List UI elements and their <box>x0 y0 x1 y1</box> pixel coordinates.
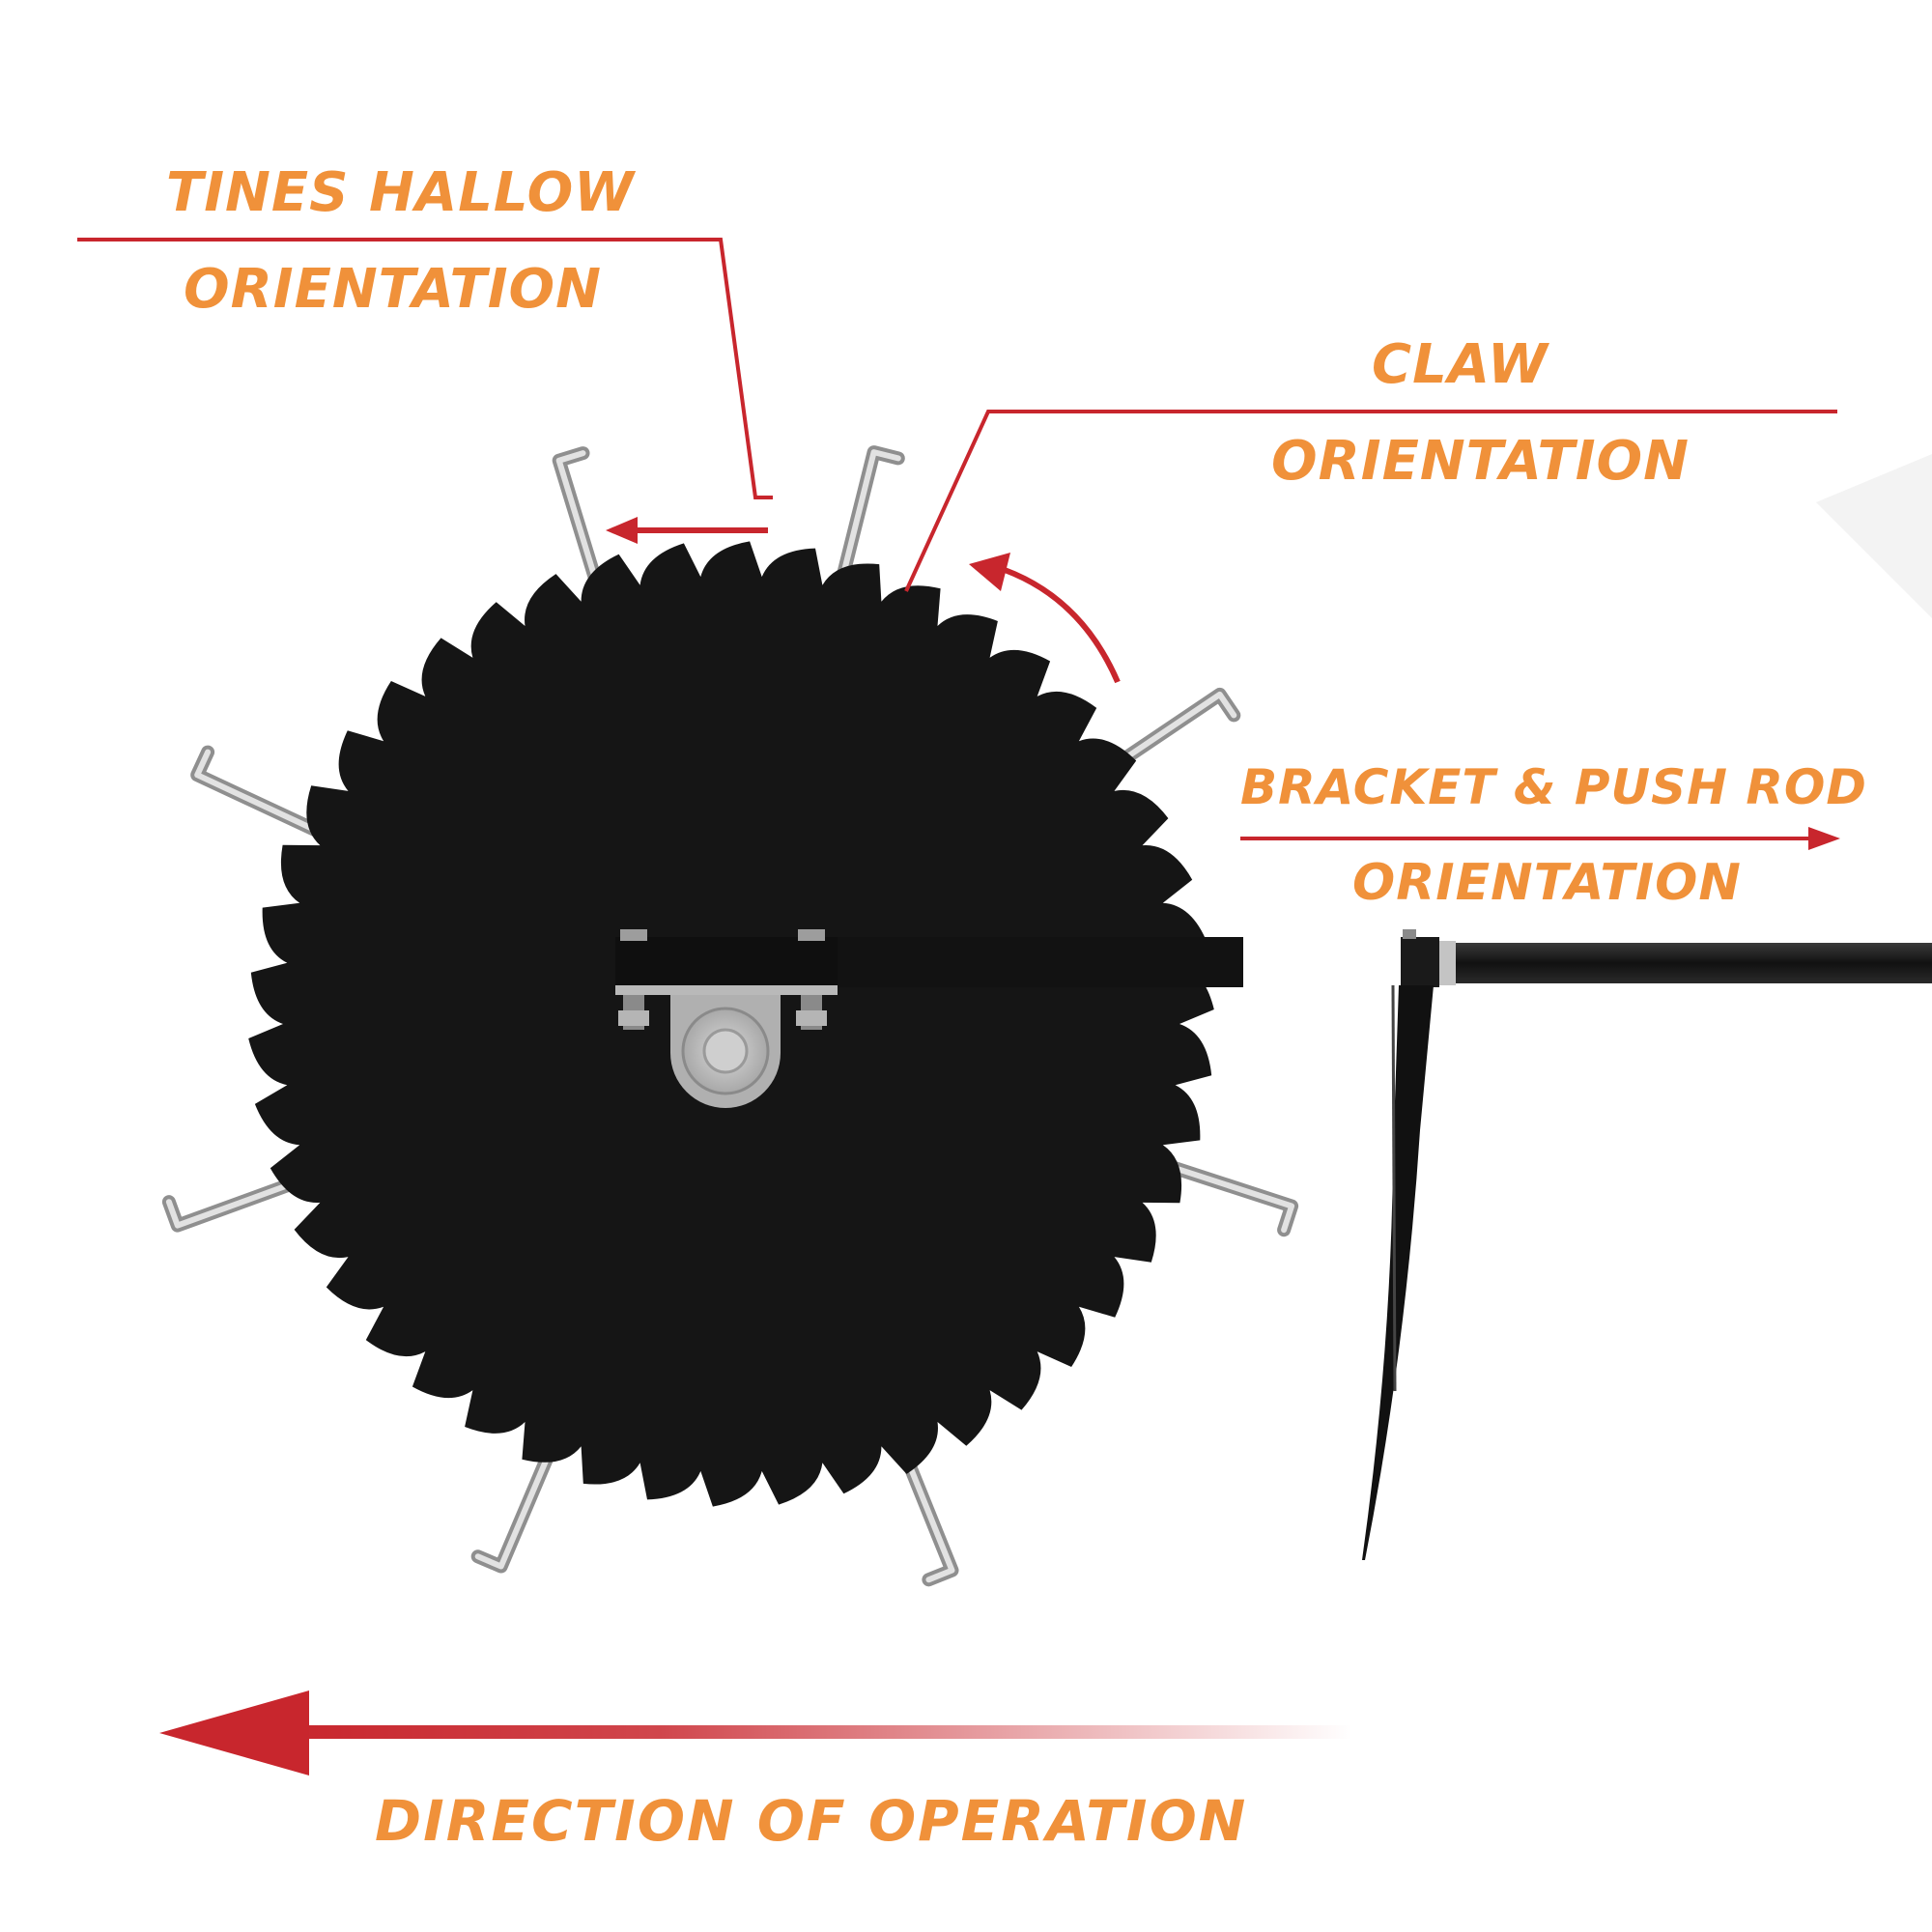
rotation-arrow-head <box>969 553 1010 591</box>
claw-title: CLAW <box>1372 333 1548 396</box>
rod-joint-collar <box>1436 941 1456 985</box>
tines-hallow-leader <box>77 238 773 499</box>
leader-lines <box>77 238 1837 840</box>
tine-highlight-3 <box>1160 1161 1295 1234</box>
pivot-bolt <box>702 1028 749 1074</box>
bolt-top-right <box>798 929 825 941</box>
rod-joint-bolt <box>1403 929 1416 939</box>
rod-joint-clamp <box>1401 937 1439 987</box>
arrows <box>159 517 1840 1776</box>
nut-bottom-right <box>796 1010 827 1026</box>
bracket-plate-edge <box>615 985 838 995</box>
claw-subtitle: ORIENTATION <box>1271 430 1690 493</box>
bracket-assembly <box>615 929 1243 1108</box>
tine-highlight-8 <box>555 450 602 593</box>
direction-arrow-shaft <box>290 1725 1352 1739</box>
tine-highlight-1 <box>838 449 901 586</box>
tine-highlight-5 <box>474 1438 557 1570</box>
tines-hallow-title: TINES HALLOW <box>166 161 635 224</box>
bracket-subtitle: ORIENTATION <box>1352 854 1742 912</box>
tine-highlight-4 <box>898 1441 955 1583</box>
corner-shade <box>1816 454 1932 618</box>
claw-blade <box>1362 985 1434 1560</box>
tine-7 <box>190 745 327 839</box>
claw-leader <box>904 410 1837 592</box>
push-rod-shaft <box>1449 943 1932 983</box>
direction-of-operation-label: DIRECTION OF OPERATION <box>375 1788 1248 1854</box>
tine-highlight-2 <box>1104 691 1237 774</box>
bracket-plate <box>615 937 838 993</box>
tine-highlight-7 <box>194 749 323 836</box>
tine-highlight-6 <box>165 1176 308 1229</box>
push-rod <box>1362 929 1932 1560</box>
direction-arrow-head <box>159 1690 309 1776</box>
tines-group <box>161 445 1299 1587</box>
bolt-top-left <box>620 929 647 941</box>
left-arrow-icon <box>606 517 638 544</box>
bracket-arrow-head <box>1808 827 1840 850</box>
nut-bottom-left <box>618 1010 649 1026</box>
claw-blade-edge <box>1391 984 1397 1392</box>
bracket-title: BRACKET & PUSH ROD <box>1240 759 1867 815</box>
curved-arrow-icon <box>1003 567 1121 684</box>
tines-hallow-subtitle: ORIENTATION <box>184 258 603 321</box>
